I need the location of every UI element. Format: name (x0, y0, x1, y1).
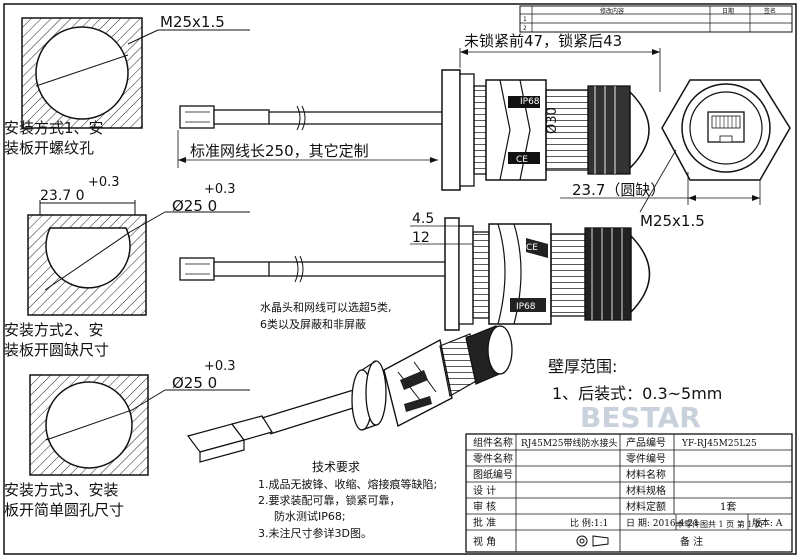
tb-remark-label: 备 注 (680, 535, 703, 548)
mount-1-panel (21, 17, 250, 129)
tb-approve-label: 批 准 (473, 516, 496, 529)
mount-1-label-line2: 装板开螺纹孔 (4, 139, 94, 157)
dim-tol-2: +0.3 (204, 182, 236, 197)
mount-1-label-line1: 安装方式1、安 (4, 119, 104, 137)
rev-col-sign: 签名 (764, 7, 776, 15)
revision-block (519, 5, 793, 33)
mount-3-label-line1: 安装方式3、安装 (4, 481, 119, 499)
tb-pages: 本零件图共 1 页 第 1 页 (676, 519, 763, 529)
tb-drawing-no-label: 图纸编号 (473, 468, 513, 481)
mark-ce-top: CE (516, 155, 528, 165)
tb-qty: 1套 (720, 500, 736, 513)
tb-part-name-label: 组件名称 (473, 436, 513, 449)
tb-design-label: 设 计 (473, 484, 496, 497)
dim-cable-length: 标准网线长250，其它定制 (190, 142, 369, 160)
mark-ip68-top: IP68 (520, 97, 540, 107)
rev-col-change: 修改内容 (600, 7, 624, 15)
watermark: BESTAR (580, 401, 701, 434)
connector-isometric-view (186, 325, 513, 463)
connector-end-view (560, 79, 791, 213)
mount-3-label-line2: 板开简单圆孔尺寸 (4, 501, 124, 519)
mark-ce-middle: CE (526, 243, 538, 253)
mount-3-panel (29, 374, 250, 476)
title-block (465, 433, 793, 553)
dim-12: 12 (412, 230, 430, 246)
tb-check-label: 审 核 (473, 500, 496, 513)
tb-view-label: 视 角 (473, 535, 496, 548)
tb-product-code: YF-RJ45M25L25 (681, 439, 757, 449)
wall-value: 1、后装式：0.3~5mm (552, 384, 722, 403)
dim-width-237: 23.7 0 (40, 188, 85, 204)
dim-m25-right: M25x1.5 (640, 212, 705, 230)
dim-d25-b: Ø25 0 (172, 374, 217, 392)
connector-side-view-top (177, 48, 661, 191)
mount-2-label-line2: 装板开圆缺尺寸 (4, 341, 109, 359)
tech-line-2b: 防水测试IP68; (274, 509, 346, 523)
connector-side-view-middle (179, 217, 651, 331)
mount-2-panel (27, 200, 250, 316)
cable-note-line1: 水晶头和网线可以选超5类, (260, 300, 392, 314)
dim-tol-1: +0.3 (88, 175, 120, 190)
tb-scale: 比 例:1:1 (570, 517, 608, 529)
tb-qty-label: 材料定额 (626, 500, 666, 513)
tech-line-2: 2.要求装配可靠，锁紧可靠， (258, 493, 401, 507)
tb-part-code-label: 零件编号 (626, 452, 666, 465)
dim-4-5: 4.5 (412, 211, 434, 227)
tb-version: 版本: A (752, 517, 783, 529)
dim-d25-a: Ø25 0 (172, 197, 217, 215)
dim-lock-length: 未锁紧前47，锁紧后43 (464, 32, 622, 50)
dim-m25-top: M25x1.5 (160, 13, 225, 31)
tb-part-name: RJ45M25带线防水接头 (521, 437, 618, 449)
tech-title: 技术要求 (312, 460, 360, 474)
wall-title: 壁厚范围: (548, 357, 617, 376)
tb-product-code-label: 产品编号 (626, 436, 666, 449)
tb-part-no-label: 零件名称 (473, 452, 513, 465)
dim-tol-3: +0.3 (204, 359, 236, 374)
mark-ip68-middle: IP68 (516, 302, 536, 312)
cable-note-line2: 6类以及屏蔽和非屏蔽 (260, 317, 366, 331)
tb-date: 日 期: 2016-4-21 (626, 518, 699, 529)
rev-col-date: 日期 (722, 7, 734, 15)
tb-material-label: 材料名称 (626, 468, 666, 481)
dim-notch: 23.7（圆缺） (572, 181, 665, 199)
rev-row-2: 2 (523, 25, 527, 32)
mount-2-label-line1: 安装方式2、安 (4, 321, 104, 339)
rev-row-1: 1 (523, 16, 527, 23)
sheet-border (3, 3, 797, 555)
tech-line-1: 1.成品无披锋、收缩、熔接痕等缺陷; (258, 477, 437, 491)
tb-material-spec-label: 材料规格 (626, 484, 666, 497)
dim-d30: Ø30 (545, 107, 560, 134)
tech-line-3: 3.未注尺寸参详3D图。 (258, 526, 372, 540)
